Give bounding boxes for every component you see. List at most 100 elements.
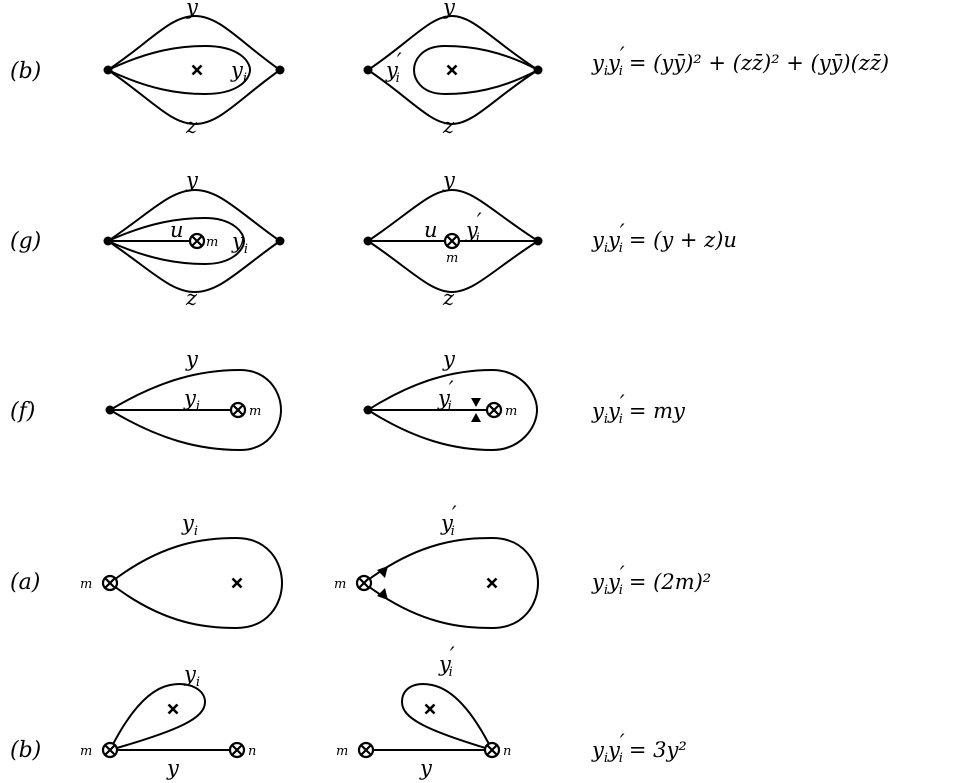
- arrow-up-icon: [471, 413, 481, 422]
- puncture-cross-icon: [486, 577, 498, 589]
- row-4-equation: yiy′i= (2m)²: [591, 562, 711, 598]
- left-vertex: [103, 65, 113, 75]
- label-loop: yi: [183, 662, 200, 690]
- row-3-tag: (f): [10, 399, 35, 424]
- puncture-cross-icon: [231, 577, 243, 589]
- label-m: m: [334, 577, 346, 592]
- marked-point-icon: [443, 232, 461, 250]
- puncture-cross-icon: [191, 64, 203, 76]
- marked-point-icon: [101, 574, 119, 592]
- label-bottom: z: [185, 286, 198, 310]
- right-vertex: [533, 65, 543, 75]
- row-3: (f) y yi m y y′i m yiy′i= my: [10, 347, 686, 452]
- label-m: m: [249, 404, 261, 419]
- petal-loop: [400, 683, 493, 751]
- row-2-tag: (g): [10, 229, 41, 254]
- label-m: m: [336, 744, 348, 759]
- label-top: yi: [181, 511, 198, 539]
- label-n: n: [503, 744, 511, 759]
- puncture-cross-icon: [424, 703, 436, 715]
- inner-loop: [107, 216, 246, 266]
- label-m: m: [446, 251, 458, 266]
- label-inner: y′i: [465, 209, 482, 246]
- label-top: y: [185, 168, 199, 192]
- row-2-equation: yiy′i= (y + z)u: [591, 220, 737, 256]
- label-u: u: [424, 218, 438, 242]
- top-edge: [367, 188, 539, 242]
- arrow-in-top-icon: [377, 566, 388, 578]
- label-loop: y′i: [438, 643, 455, 680]
- label-inner: y′i: [385, 49, 402, 86]
- label-bottom: z: [185, 114, 198, 138]
- label-bottom: z: [442, 114, 455, 138]
- row-1-equation: yiy′i= (yȳ)² + (zz̄)² + (yȳ)(zz̄): [591, 43, 889, 79]
- label-bottom: z: [442, 286, 455, 310]
- vertex: [105, 405, 115, 415]
- left-vertex: [363, 236, 373, 246]
- label-top: y: [442, 0, 456, 19]
- arrow-down-icon: [471, 398, 481, 407]
- vertex: [363, 405, 373, 415]
- row-4-right-diagram: y′i m: [334, 502, 540, 630]
- row-1: (b) y yi z y y′i z yiy′i= (yȳ)² + (zz̄)²…: [10, 0, 889, 138]
- label-u: u: [170, 218, 184, 242]
- row-1-right-diagram: y y′i z: [363, 0, 543, 138]
- row-4-tag: (a): [10, 570, 40, 595]
- bottom-edge: [107, 240, 281, 294]
- top-edge: [107, 14, 281, 71]
- puncture-cross-icon: [167, 703, 179, 715]
- marked-point-m-icon: [357, 741, 375, 759]
- label-bottom: y: [166, 756, 180, 780]
- row-5-tag: (b): [10, 738, 41, 763]
- row-5-equation: yiy′i= 3y²: [591, 730, 687, 766]
- label-m: m: [206, 235, 218, 250]
- marked-point-m-icon: [101, 741, 119, 759]
- arrow-in-bottom-icon: [377, 588, 388, 600]
- row-3-right-diagram: y y′i m: [363, 347, 539, 452]
- label-top: y′i: [440, 502, 457, 539]
- label-top: y: [442, 168, 456, 192]
- row-2-right-diagram: y u m y′i z: [363, 168, 543, 310]
- label-top: y: [442, 347, 456, 371]
- label-inner: yi: [183, 386, 200, 414]
- label-inner: yi: [230, 58, 247, 86]
- top-edge: [367, 14, 539, 71]
- row-5: (b) yi m n y y′i m n y yiy′i= 3y²: [10, 643, 687, 780]
- label-n: n: [248, 744, 256, 759]
- row-5-left-diagram: yi m n y: [80, 662, 256, 780]
- marked-point-icon: [188, 232, 206, 250]
- right-vertex: [275, 236, 285, 246]
- label-inner: yi: [231, 229, 248, 257]
- label-m: m: [80, 577, 92, 592]
- top-edge: [107, 188, 281, 242]
- row-3-left-diagram: y yi m: [105, 347, 283, 452]
- row-1-tag: (b): [10, 59, 41, 84]
- bottom-edge: [367, 240, 539, 294]
- row-5-right-diagram: y′i m n y: [336, 643, 511, 780]
- right-vertex: [275, 65, 285, 75]
- left-vertex: [103, 236, 113, 246]
- label-top: y: [185, 347, 199, 371]
- teardrop-loop: [363, 536, 540, 630]
- right-vertex: [533, 236, 543, 246]
- row-3-equation: yiy′i= my: [591, 391, 686, 427]
- teardrop-loop: [109, 536, 284, 630]
- label-m: m: [80, 744, 92, 759]
- inner-loop: [107, 44, 252, 96]
- label-inner: y′i: [437, 377, 454, 414]
- label-top: y: [185, 0, 199, 19]
- row-4-left-diagram: yi m: [80, 511, 284, 630]
- left-vertex: [363, 65, 373, 75]
- label-m: m: [505, 404, 517, 419]
- puncture-cross-icon: [446, 64, 458, 76]
- label-bottom: y: [419, 756, 433, 780]
- row-2-left-diagram: y u m yi z: [103, 168, 285, 310]
- marked-point-icon: [485, 401, 503, 419]
- marked-point-icon: [229, 401, 247, 419]
- row-1-left-diagram: y yi z: [103, 0, 285, 138]
- bottom-edge: [367, 69, 539, 126]
- petal-loop: [109, 683, 207, 751]
- teardrop-loop: [367, 368, 539, 452]
- bottom-edge: [107, 69, 281, 126]
